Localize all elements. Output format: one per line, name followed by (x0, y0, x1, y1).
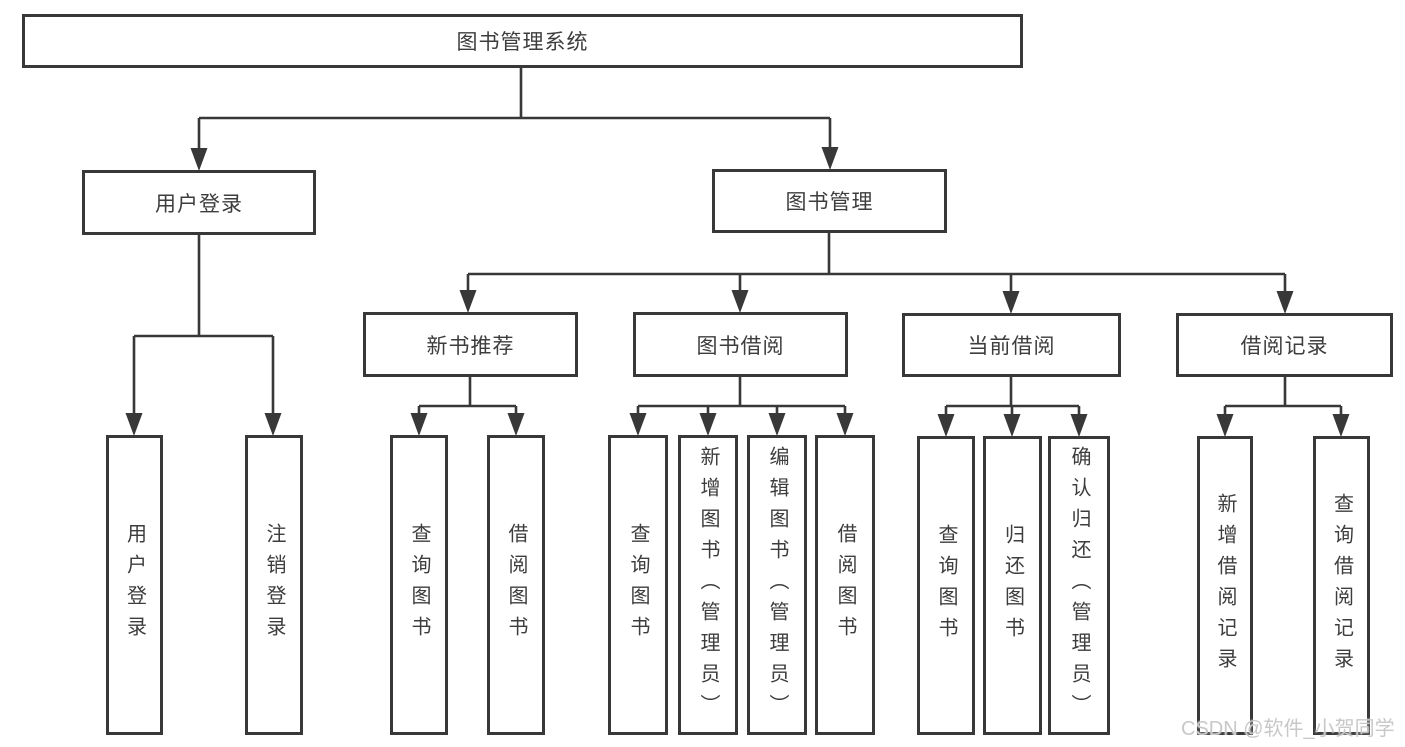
leaf-borrow-borrow: 借阅图书 (815, 435, 875, 735)
arrowhead (629, 413, 647, 436)
leaf-current-query: 查询图书 (917, 436, 975, 735)
connector-records-to-leaves (1223, 377, 1343, 417)
leaf-user-login-label: 用户登录 (123, 523, 146, 647)
arrowhead (264, 413, 282, 436)
leaf-borrow-query: 查询图书 (608, 435, 668, 735)
arrowhead (125, 413, 143, 436)
connector-userlogin-to-leaves (132, 235, 275, 416)
leaf-current-confirm-admin: 确认归还（管理员） (1048, 436, 1110, 735)
arrowhead (699, 413, 717, 436)
node-book-management-label: 图书管理 (785, 191, 874, 214)
node-new-book-recommend: 新书推荐 (363, 312, 578, 377)
arrowhead (410, 413, 428, 436)
leaf-logout: 注销登录 (245, 435, 303, 735)
node-root: 图书管理系统 (22, 14, 1023, 68)
connector-root-to-level2 (197, 68, 832, 150)
arrowhead (507, 413, 525, 436)
leaf-borrow-add-admin-label: 新增图书（管理员） (697, 445, 719, 725)
leaf-current-query-label: 查询图书 (935, 523, 957, 648)
leaf-newbook-query-label: 查询图书 (408, 523, 430, 647)
connector-bookmgmt-to-level3 (466, 233, 1287, 295)
arrowhead (190, 148, 208, 171)
arrowhead (1002, 291, 1020, 314)
arrowhead (731, 290, 749, 313)
arrowhead (836, 413, 854, 436)
arrowhead (1332, 414, 1350, 437)
leaf-newbook-borrow-label: 借阅图书 (505, 523, 527, 647)
leaf-current-confirm-admin-label: 确认归还（管理员） (1068, 446, 1090, 725)
connector-newbook-to-leaves (417, 377, 518, 417)
node-root-label: 图书管理系统 (456, 31, 589, 54)
arrowhead (937, 414, 955, 437)
node-current-borrow: 当前借阅 (902, 313, 1121, 377)
arrowhead (821, 147, 839, 170)
csdn-watermark: CSDN @软件_小贺同学 (1181, 718, 1395, 740)
arrowhead (1216, 414, 1234, 437)
node-new-book-recommend-label: 新书推荐 (426, 334, 515, 358)
arrowhead (1003, 414, 1021, 437)
node-user-login: 用户登录 (82, 170, 316, 235)
connector-bookborrow-to-leaves (636, 377, 847, 417)
leaf-borrow-edit-admin-label: 编辑图书（管理员） (766, 445, 788, 725)
leaf-newbook-query: 查询图书 (390, 435, 448, 735)
leaf-user-login: 用户登录 (106, 435, 163, 735)
leaf-logout-label: 注销登录 (263, 523, 285, 647)
leaf-record-query-label: 查询借阅记录 (1330, 492, 1353, 679)
leaf-borrow-query-label: 查询图书 (627, 523, 649, 647)
node-book-borrow-label: 图书借阅 (696, 334, 785, 358)
leaf-newbook-borrow: 借阅图书 (487, 435, 545, 735)
leaf-record-add-label: 新增借阅记录 (1214, 492, 1236, 679)
node-book-management: 图书管理 (712, 169, 947, 233)
leaf-borrow-add-admin: 新增图书（管理员） (678, 435, 738, 735)
node-borrow-records-label: 借阅记录 (1240, 335, 1329, 358)
node-book-borrow: 图书借阅 (633, 312, 848, 377)
leaf-borrow-borrow-label: 借阅图书 (834, 523, 856, 647)
arrowhead (459, 290, 477, 313)
leaf-borrow-edit-admin: 编辑图书（管理员） (747, 435, 807, 735)
leaf-current-return: 归还图书 (983, 436, 1042, 735)
arrowhead (1276, 291, 1294, 314)
connector-currentborrow-to-leaves (944, 377, 1081, 417)
arrowhead (1070, 414, 1088, 437)
leaf-current-return-label: 归还图书 (1001, 523, 1024, 648)
leaf-record-query: 查询借阅记录 (1313, 436, 1370, 735)
node-user-login-label: 用户登录 (155, 192, 243, 216)
arrowheads (125, 147, 1350, 437)
node-current-borrow-label: 当前借阅 (967, 335, 1056, 358)
leaf-record-add: 新增借阅记录 (1197, 436, 1253, 735)
arrowhead (768, 413, 786, 436)
node-borrow-records: 借阅记录 (1176, 313, 1393, 377)
